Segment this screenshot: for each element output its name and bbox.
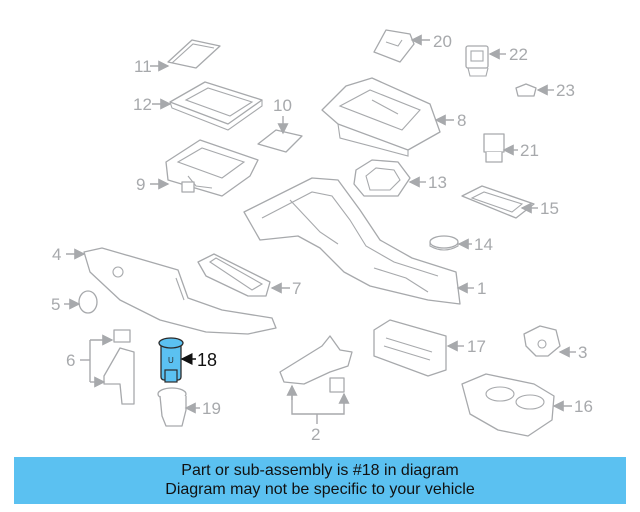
part-10-mat xyxy=(257,129,303,153)
parts-diagram: U 11 12 10 9 20 xyxy=(51,29,593,444)
callout-18: 18 xyxy=(180,350,217,370)
part-22-socket xyxy=(465,45,489,77)
part-3-bracket xyxy=(523,325,561,357)
svg-text:18: 18 xyxy=(197,350,217,370)
banner-line-2: Diagram may not be specific to your vehi… xyxy=(165,481,475,498)
svg-text:6: 6 xyxy=(66,351,75,370)
part-12-tray xyxy=(169,81,263,131)
callout-9: 9 xyxy=(136,175,170,194)
callout-5: 5 xyxy=(51,295,81,314)
callout-15: 15 xyxy=(520,199,559,218)
svg-text:14: 14 xyxy=(474,235,493,254)
part-21-switch xyxy=(483,133,505,163)
svg-text:8: 8 xyxy=(457,111,466,130)
callout-21: 21 xyxy=(502,141,539,160)
svg-text:4: 4 xyxy=(52,245,61,264)
part-15-mat xyxy=(461,185,535,219)
part-17-module xyxy=(373,319,447,377)
svg-text:5: 5 xyxy=(51,295,60,314)
info-banner: Part or sub-assembly is #18 in diagram D… xyxy=(14,457,626,504)
part-5-plug xyxy=(78,290,98,314)
callout-8: 8 xyxy=(434,111,466,130)
svg-text:12: 12 xyxy=(133,95,152,114)
callout-10: 10 xyxy=(273,96,292,135)
svg-text:20: 20 xyxy=(433,32,452,51)
callout-16: 16 xyxy=(552,397,593,416)
part-4-side-panel xyxy=(83,247,277,335)
svg-text:U: U xyxy=(168,356,174,365)
svg-text:9: 9 xyxy=(136,175,145,194)
callout-2: 2 xyxy=(286,384,350,444)
callout-14: 14 xyxy=(457,235,493,254)
part-20-switch xyxy=(373,29,415,63)
part-16-cup-holder xyxy=(461,373,555,437)
callout-17: 17 xyxy=(446,337,486,356)
svg-text:16: 16 xyxy=(574,397,593,416)
callout-6: 6 xyxy=(66,334,114,388)
callout-22: 22 xyxy=(488,45,528,64)
svg-text:15: 15 xyxy=(540,199,559,218)
callout-12: 12 xyxy=(133,95,172,114)
callout-20: 20 xyxy=(410,32,452,51)
callout-11: 11 xyxy=(134,57,170,76)
svg-text:21: 21 xyxy=(520,141,539,160)
part-7-trim xyxy=(197,253,271,297)
callout-19: 19 xyxy=(184,399,221,418)
part-19-base xyxy=(157,387,187,427)
callout-7: 7 xyxy=(270,279,301,298)
svg-text:1: 1 xyxy=(477,279,486,298)
part-6-bracket xyxy=(103,329,135,405)
callout-4: 4 xyxy=(52,245,86,264)
svg-text:23: 23 xyxy=(556,81,575,100)
svg-text:11: 11 xyxy=(134,57,152,76)
part-8-upper-console xyxy=(321,77,441,157)
banner-line-1: Part or sub-assembly is #18 in diagram xyxy=(181,462,459,479)
svg-text:2: 2 xyxy=(311,425,320,444)
part-11-pad xyxy=(167,39,221,69)
part-18-socket-highlighted: U xyxy=(158,337,184,383)
part-13-mat xyxy=(353,159,411,197)
callout-3: 3 xyxy=(558,343,587,362)
part-2-bracket xyxy=(279,335,353,393)
part-1-console xyxy=(243,177,461,305)
part-14-cap xyxy=(429,235,459,251)
svg-text:7: 7 xyxy=(292,279,301,298)
callout-1: 1 xyxy=(456,279,486,298)
svg-text:17: 17 xyxy=(467,337,486,356)
svg-text:22: 22 xyxy=(509,45,528,64)
callout-13: 13 xyxy=(408,173,447,192)
part-9-bezel xyxy=(165,139,259,197)
svg-text:10: 10 xyxy=(273,96,292,115)
part-23-button xyxy=(515,83,537,97)
svg-text:13: 13 xyxy=(428,173,447,192)
svg-text:19: 19 xyxy=(202,399,221,418)
svg-text:3: 3 xyxy=(578,343,587,362)
callout-23: 23 xyxy=(536,81,575,100)
